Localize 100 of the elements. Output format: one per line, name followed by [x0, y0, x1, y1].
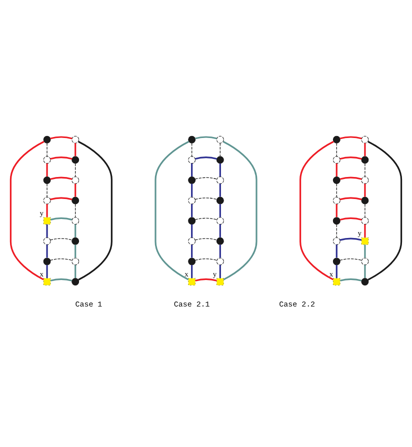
connector	[46, 163, 48, 176]
node-dot	[43, 176, 51, 184]
node-circle	[216, 176, 224, 184]
node-box	[43, 217, 51, 225]
connector	[340, 278, 362, 282]
node-dot	[332, 258, 340, 266]
node-dot	[72, 278, 80, 286]
connector	[194, 156, 218, 160]
connector	[50, 278, 72, 282]
connector	[74, 244, 76, 258]
connector	[368, 140, 402, 280]
connector	[194, 218, 218, 220]
node-dot	[188, 217, 196, 225]
connector	[336, 142, 337, 157]
node-box	[361, 237, 369, 245]
node-circle	[43, 156, 51, 164]
node-dot	[332, 217, 340, 225]
node-circle	[361, 258, 369, 266]
connector	[74, 143, 76, 156]
connector	[191, 264, 193, 278]
connector	[194, 136, 218, 140]
connector	[50, 176, 72, 180]
connector	[194, 258, 218, 261]
node-label: x	[40, 269, 44, 278]
node-dot	[43, 136, 51, 144]
connector	[191, 184, 193, 197]
node-dot	[188, 258, 196, 266]
node-dot	[72, 237, 80, 245]
connector	[219, 163, 221, 176]
node-circle	[188, 156, 196, 164]
node-circle	[361, 136, 369, 144]
node-circle	[361, 176, 369, 184]
node-dot	[216, 196, 224, 204]
node-dot	[188, 176, 196, 184]
node-label: y	[212, 269, 217, 278]
connector	[46, 224, 48, 238]
node-label: y	[358, 228, 362, 238]
node-circle	[332, 196, 340, 204]
connector	[74, 264, 76, 278]
connector	[364, 204, 366, 218]
connector	[194, 177, 218, 180]
connector	[50, 238, 72, 240]
node-dot	[332, 136, 340, 144]
node-dot	[72, 156, 80, 164]
connector	[364, 244, 366, 258]
connector	[154, 140, 190, 280]
connector	[75, 204, 76, 218]
connector	[50, 197, 72, 200]
connector	[340, 136, 362, 140]
connector	[219, 224, 221, 238]
connector	[336, 264, 338, 278]
node-circle	[72, 217, 80, 225]
node-dot	[332, 176, 340, 184]
connector	[46, 204, 48, 218]
connector	[340, 176, 362, 180]
node-dot	[216, 156, 224, 164]
connector	[364, 143, 366, 156]
node-box	[43, 278, 51, 286]
connector	[300, 140, 334, 280]
connector	[340, 238, 362, 241]
connector	[50, 258, 72, 261]
node-circle	[216, 258, 224, 266]
connector	[340, 156, 362, 160]
node-box	[216, 278, 224, 286]
node-dot	[361, 196, 369, 204]
connector	[74, 184, 76, 197]
node-circle	[43, 196, 51, 204]
connector	[222, 140, 258, 280]
node-dot	[361, 278, 369, 286]
connector	[219, 244, 221, 258]
node-circle	[188, 196, 196, 204]
connector	[364, 163, 366, 177]
connector	[10, 140, 44, 280]
connector	[340, 258, 362, 261]
connector	[191, 224, 193, 238]
connector	[191, 204, 193, 218]
connector	[219, 184, 221, 197]
connector	[336, 204, 338, 218]
node-label: y	[40, 208, 44, 218]
node-box	[188, 278, 196, 286]
connector	[336, 183, 337, 198]
node-dot	[216, 237, 224, 245]
node-circle	[72, 258, 80, 266]
node-circle	[216, 136, 224, 144]
connector	[191, 163, 193, 176]
connector	[364, 264, 366, 278]
connector	[46, 183, 48, 198]
connector	[46, 264, 48, 278]
connector	[75, 163, 76, 177]
node-dot	[43, 258, 51, 266]
connector	[46, 142, 48, 157]
node-circle	[72, 136, 80, 144]
node-circle	[188, 237, 196, 245]
connector	[340, 197, 362, 200]
connector	[74, 224, 76, 238]
node-circle	[332, 156, 340, 164]
connector	[50, 217, 72, 220]
node-circle	[216, 217, 224, 225]
connector	[336, 244, 338, 258]
node-circle	[361, 217, 369, 225]
